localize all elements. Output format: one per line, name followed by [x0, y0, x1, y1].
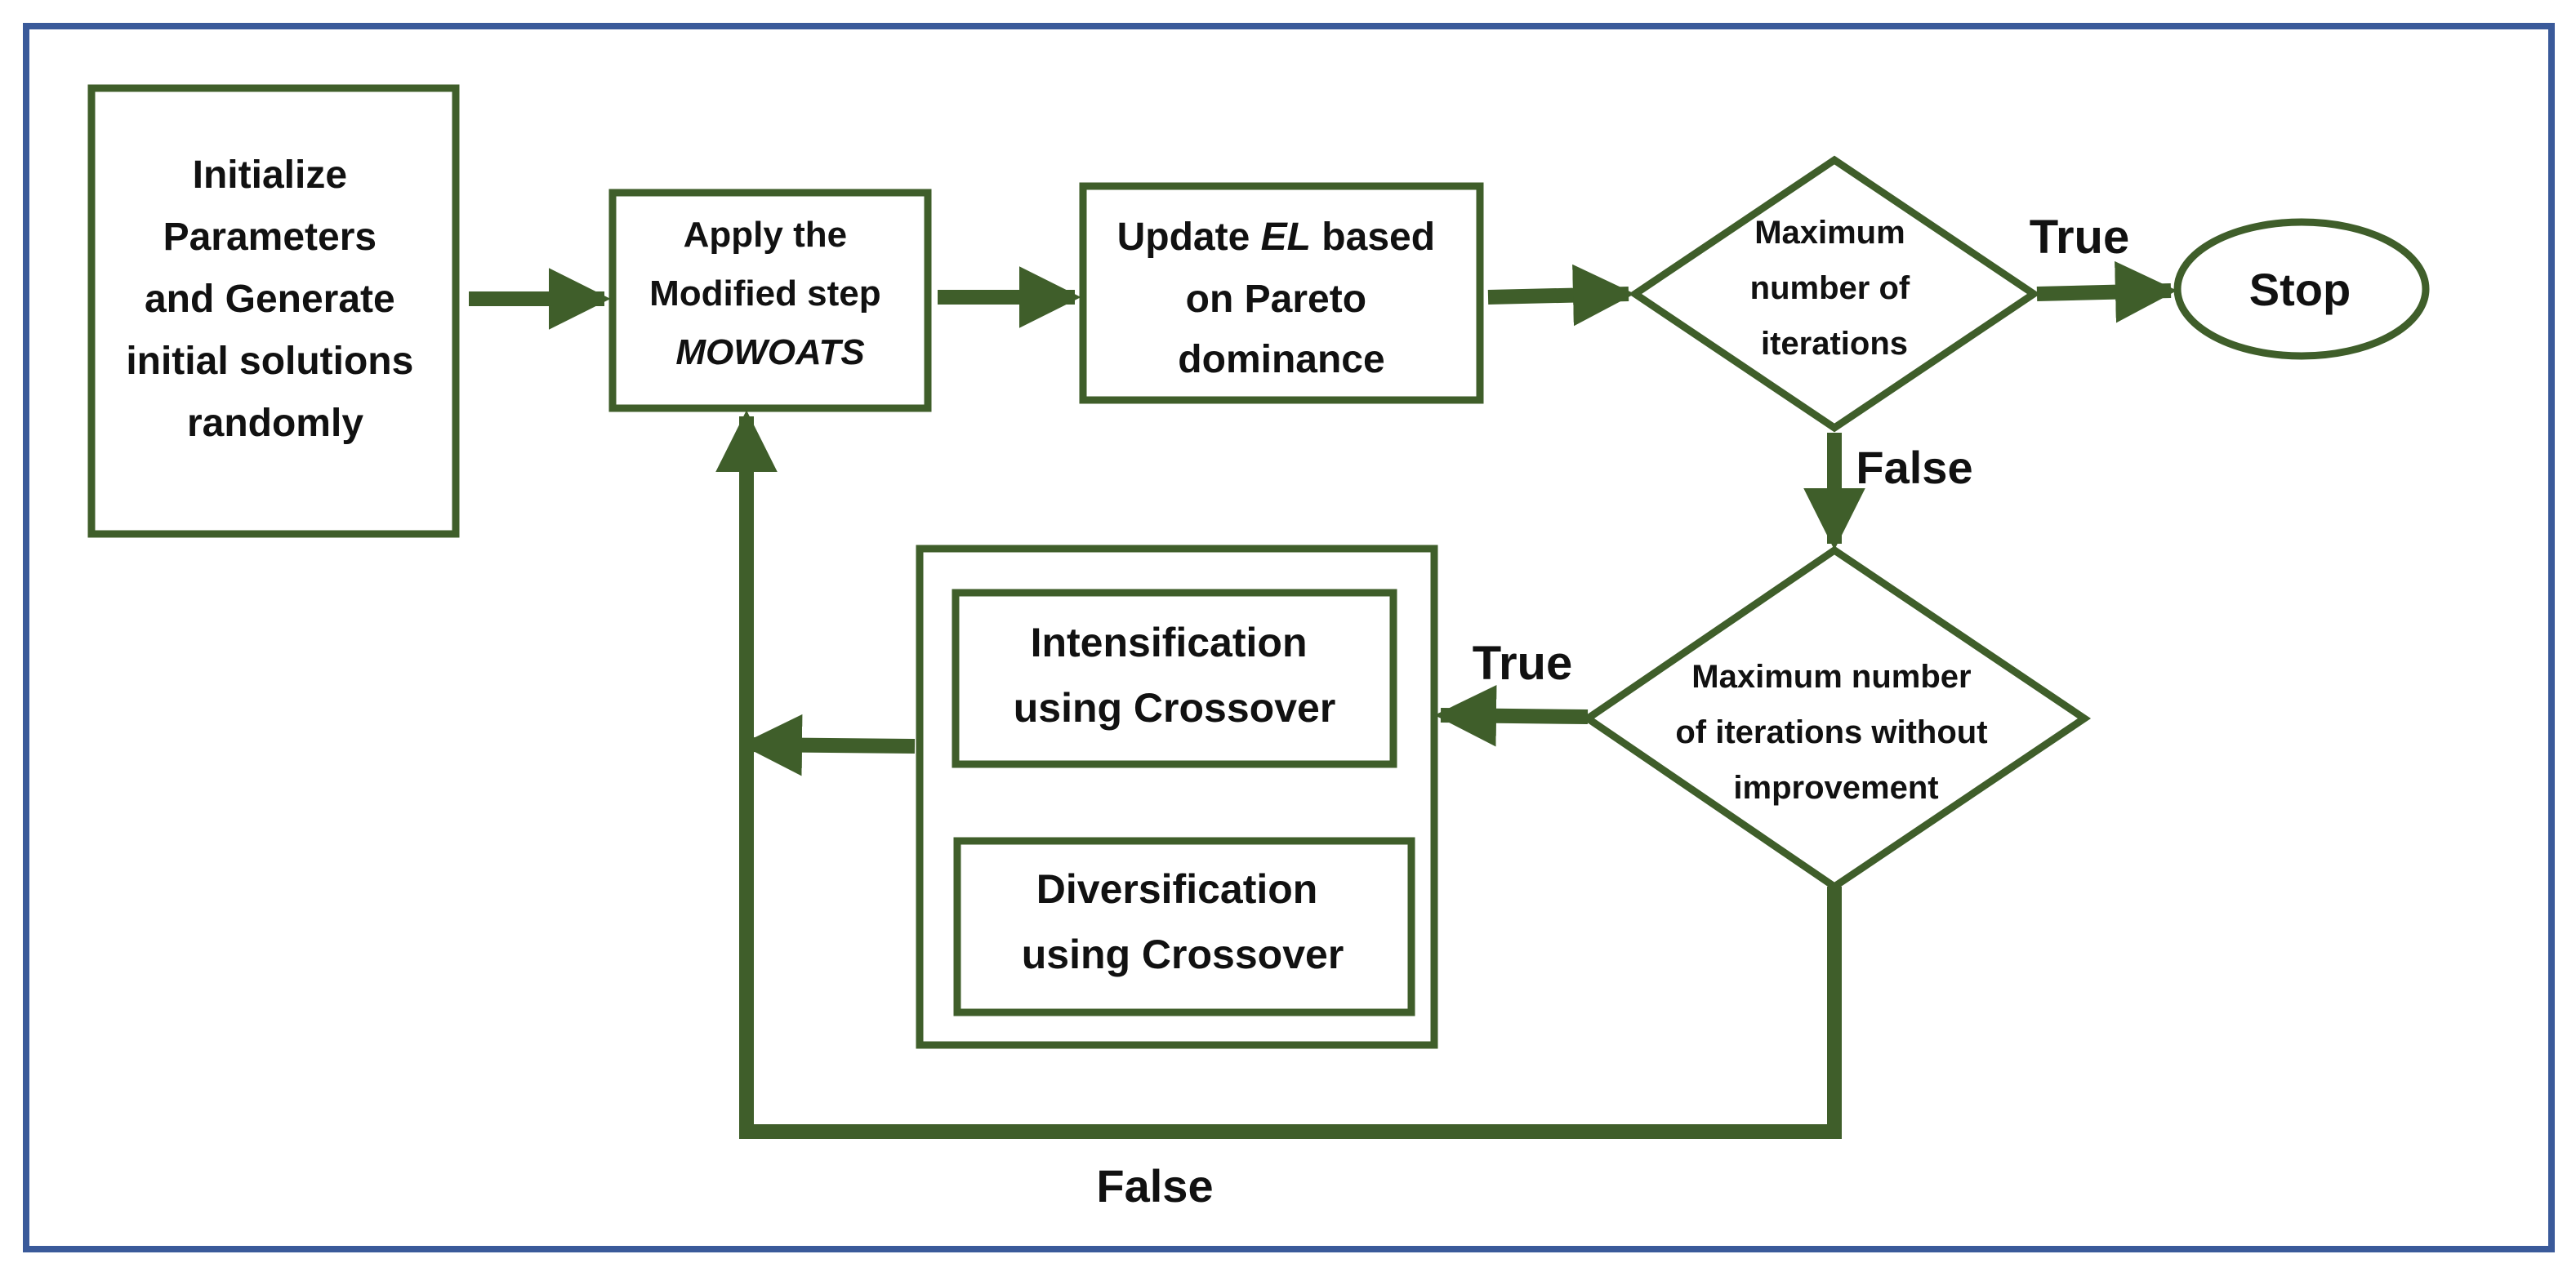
max-iter-diamond [1628, 155, 2041, 433]
update-line-1: Update EL based [1117, 216, 1435, 259]
max-no-improve-line-3: improvement [1733, 770, 1938, 806]
init-line-3: and Generate [145, 278, 395, 321]
update-line-1-post: based [1311, 216, 1435, 259]
stop-node: Stop [2173, 218, 2430, 360]
update-line-2: on Pareto [1186, 278, 1366, 321]
crossover-group-node: Intensification using Crossover Diversif… [916, 545, 1438, 1049]
max-iter-node: Maximum number of iterations [1628, 155, 2041, 433]
update-box [1079, 182, 1484, 404]
edge-no-improve-true-to-group [1434, 684, 1589, 747]
apply-label: Apply the Modified step MOWOATS [649, 215, 891, 372]
label-no-improve-true: True [1473, 637, 1573, 690]
diversification-line-1: Diversification [1036, 866, 1318, 912]
intensification-line-2: using Crossover [1014, 685, 1336, 731]
init-line-1: Initialize [193, 153, 347, 197]
init-line-5: randomly [187, 402, 363, 445]
apply-box [608, 189, 932, 412]
apply-node: Apply the Modified step MOWOATS [608, 189, 932, 412]
diversification-line-2: using Crossover [1022, 932, 1344, 977]
update-line-3: dominance [1178, 338, 1384, 381]
diversification-label: Diversification using Crossover [1022, 866, 1344, 977]
edge-group-to-loop [740, 714, 916, 776]
edge-no-improve-false-loop [715, 410, 1842, 1139]
label-max-iter-false: False [1856, 442, 1972, 493]
max-iter-line-2: number of [1750, 270, 1910, 306]
max-iter-line-3: iterations [1761, 326, 1908, 362]
apply-line-1: Apply the [684, 215, 847, 255]
max-iter-line-1: Maximum [1754, 215, 1905, 251]
label-max-iter-true: True [2030, 211, 2130, 264]
max-no-improve-label: Maximum number of iterations without imp… [1675, 659, 1996, 806]
label-no-improve-false: False [1096, 1160, 1213, 1212]
stop-label: Stop [2249, 264, 2351, 315]
max-no-improve-node: Maximum number of iterations without imp… [1581, 545, 2092, 892]
update-line-1-em: EL [1261, 216, 1311, 259]
init-box [87, 84, 460, 538]
init-node: Initialize Parameters and Generate initi… [87, 84, 460, 538]
apply-line-2: Modified step [649, 274, 881, 314]
init-label: Initialize Parameters and Generate initi… [126, 153, 424, 445]
intensification-label: Intensification using Crossover [1014, 620, 1336, 731]
update-line-1-pre: Update [1117, 216, 1261, 259]
edge-update-to-max-iter [1487, 264, 1635, 327]
stop-ellipse [2173, 218, 2430, 360]
apply-line-3: MOWOATS [675, 332, 864, 372]
intensification-line-1: Intensification [1031, 620, 1308, 665]
max-no-improve-line-2: of iterations without [1675, 714, 1987, 750]
update-label: Update EL based on Pareto dominance [1117, 216, 1446, 381]
edge-max-iter-true-to-stop [2036, 260, 2177, 323]
max-iter-label: Maximum number of iterations [1750, 215, 1919, 362]
intensification-box [952, 589, 1397, 768]
init-line-2: Parameters [163, 216, 377, 259]
diversification-box [953, 837, 1415, 1016]
max-no-improve-line-1: Maximum number [1691, 659, 1971, 695]
init-line-4: initial solutions [126, 340, 413, 383]
update-node: Update EL based on Pareto dominance [1079, 182, 1484, 404]
edges [469, 260, 2177, 1139]
